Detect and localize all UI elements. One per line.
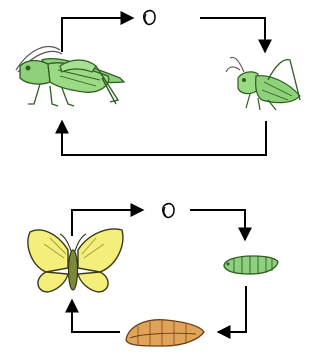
egg-icon [163, 204, 174, 218]
arrow-pupa-to-butterfly [72, 300, 120, 332]
caterpillar-icon [224, 256, 278, 274]
arrow-caterpillar-to-pupa [218, 286, 246, 332]
pupa-icon [126, 320, 204, 346]
arrow-egg-to-caterpillar [190, 210, 245, 240]
butterfly-cycle [28, 204, 278, 346]
butterfly-icon [28, 229, 123, 292]
nymph-icon [226, 57, 300, 110]
adult-grasshopper-icon [16, 47, 124, 106]
arrow-egg-to-nymph [200, 18, 265, 52]
egg-icon [144, 11, 155, 25]
grasshopper-cycle [16, 11, 300, 155]
arrow-nymph-to-adult [62, 121, 266, 155]
arrow-adult-to-egg [62, 18, 133, 52]
